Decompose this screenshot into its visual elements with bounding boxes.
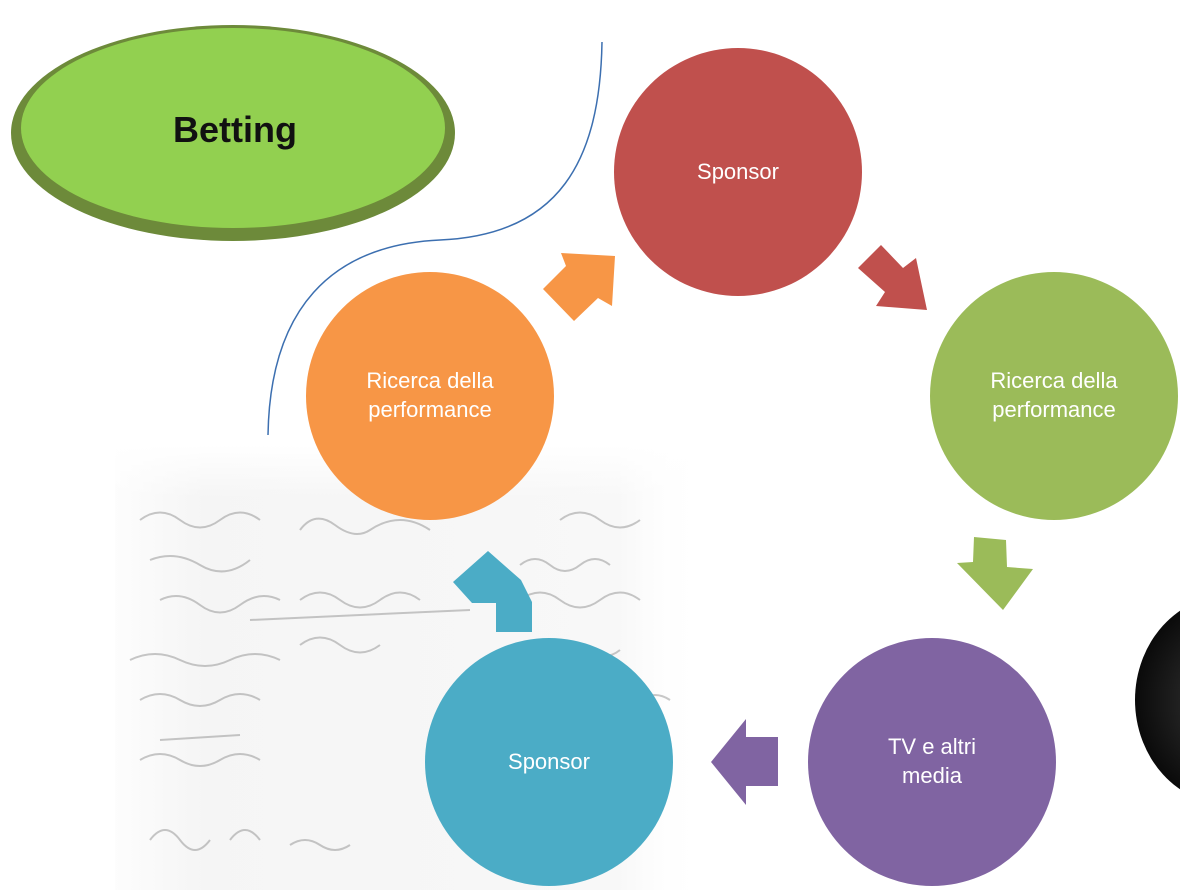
arrow-teal-to-orange xyxy=(453,551,532,632)
arrow-red-to-green xyxy=(858,245,927,310)
cycle-node-sponsor-top xyxy=(614,48,862,296)
arrow-orange-to-red xyxy=(543,253,615,321)
betting-badge xyxy=(11,25,455,241)
node-label-ricerca-right: Ricerca della performance xyxy=(990,368,1118,422)
cycle-node-ricerca-right xyxy=(930,272,1178,520)
node-label-sponsor-top: Sponsor xyxy=(697,158,779,184)
cycle-node-sponsor-bottom xyxy=(425,638,673,886)
cycle-node-tv-media xyxy=(808,638,1056,886)
separator-curve xyxy=(267,41,603,436)
node-label-tv-media: TV e altri media xyxy=(887,734,977,788)
node-label-ricerca-left: Ricerca della performance xyxy=(366,368,494,422)
dark-photo-fragment xyxy=(1135,610,1180,790)
cycle-node-ricerca-left xyxy=(306,272,554,520)
arrow-green-to-purple xyxy=(957,537,1033,610)
betting-label: Betting xyxy=(173,109,297,150)
node-label-sponsor-bottom: Sponsor xyxy=(508,748,590,774)
arrow-purple-to-teal xyxy=(711,719,778,805)
